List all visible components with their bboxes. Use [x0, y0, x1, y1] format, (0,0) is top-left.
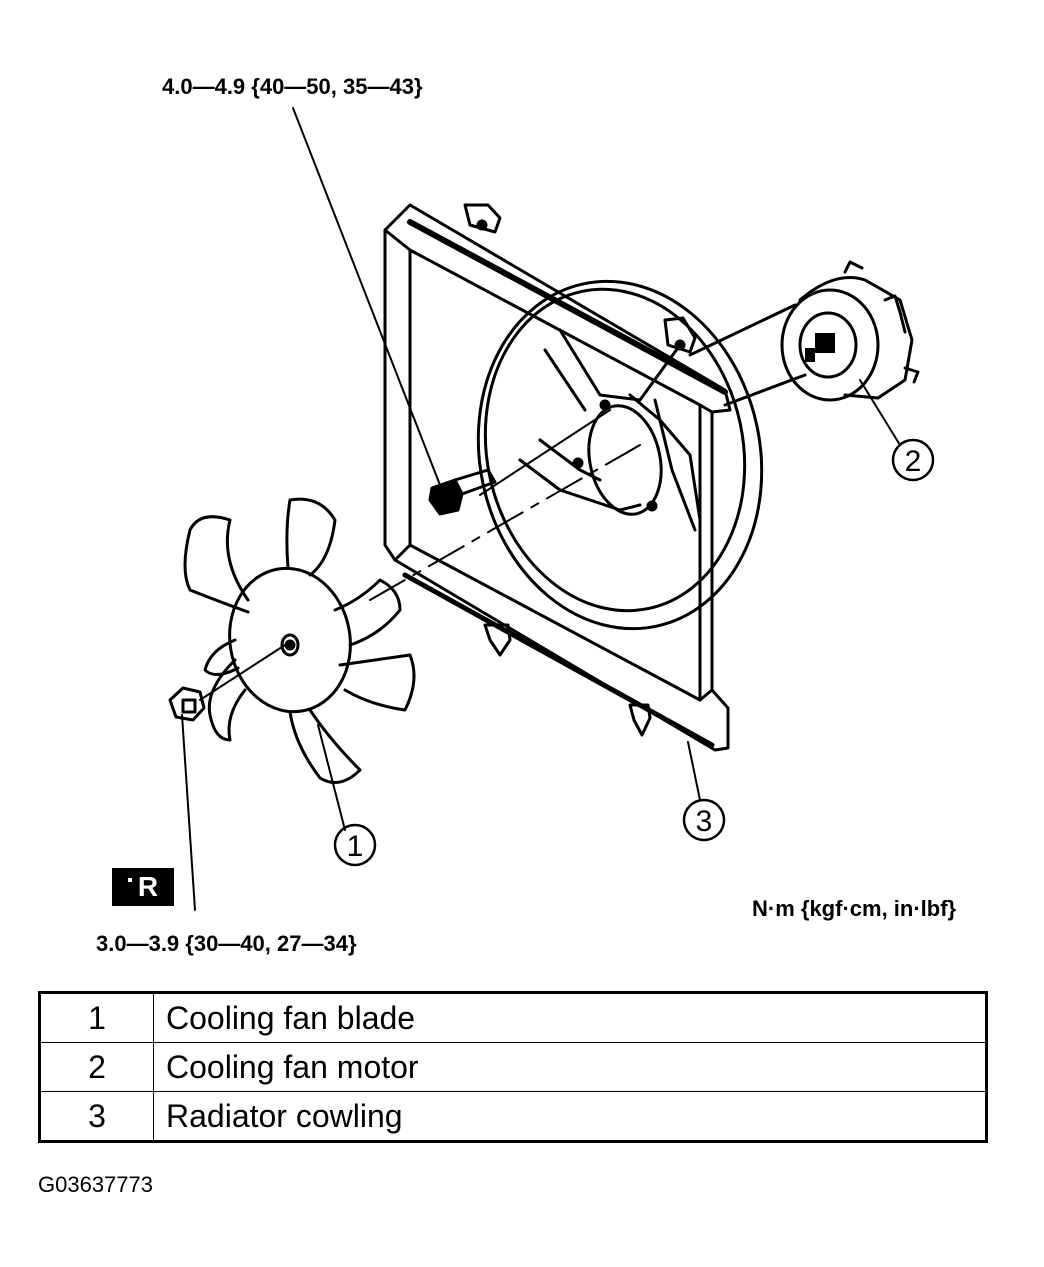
- axis-lines: [199, 409, 641, 701]
- figure-id: G03637773: [38, 1172, 153, 1197]
- legend-part-name: Cooling fan blade: [153, 992, 987, 1043]
- parts-legend-table: 1 Cooling fan blade 2 Cooling fan motor …: [38, 991, 988, 1143]
- part-number-3: 3: [696, 805, 713, 838]
- leader-lines: [181, 107, 901, 911]
- legend-row: 1 Cooling fan blade: [39, 992, 987, 1043]
- badge-letter: R: [137, 871, 159, 902]
- legend-number: 2: [39, 1042, 154, 1092]
- legend-number: 3: [39, 1091, 154, 1142]
- legend-row: 2 Cooling fan motor: [39, 1042, 987, 1092]
- bolt-torque-spec: 4.0—4.9 {40—50, 35—43}: [162, 74, 423, 99]
- part-number-2: 2: [905, 445, 922, 478]
- cooling-fan-motor: [688, 260, 920, 407]
- part-callout-2: 2: [891, 438, 935, 482]
- radiator-cowling: [383, 203, 764, 752]
- torque-units: N·m {kgf·cm, in·lbf}: [752, 896, 957, 921]
- fan-nut: [168, 686, 206, 722]
- legend-row: 3 Radiator cowling: [39, 1091, 987, 1142]
- legend-part-name: Cooling fan motor: [153, 1042, 987, 1092]
- fan-assembly-illustration: 1 2 3: [168, 107, 935, 911]
- badge-dot: [127, 878, 132, 882]
- part-callout-3: 3: [682, 798, 726, 842]
- part-number-1: 1: [347, 830, 364, 863]
- nut-torque-spec: 3.0—3.9 {30—40, 27—34}: [96, 931, 357, 956]
- legend-part-name: Radiator cowling: [153, 1091, 987, 1142]
- replace-badge: R: [112, 868, 174, 906]
- legend-number: 1: [39, 992, 154, 1043]
- part-callout-1: 1: [333, 823, 377, 867]
- mounting-bolt: [428, 468, 497, 516]
- cooling-fan-blade: [183, 497, 416, 784]
